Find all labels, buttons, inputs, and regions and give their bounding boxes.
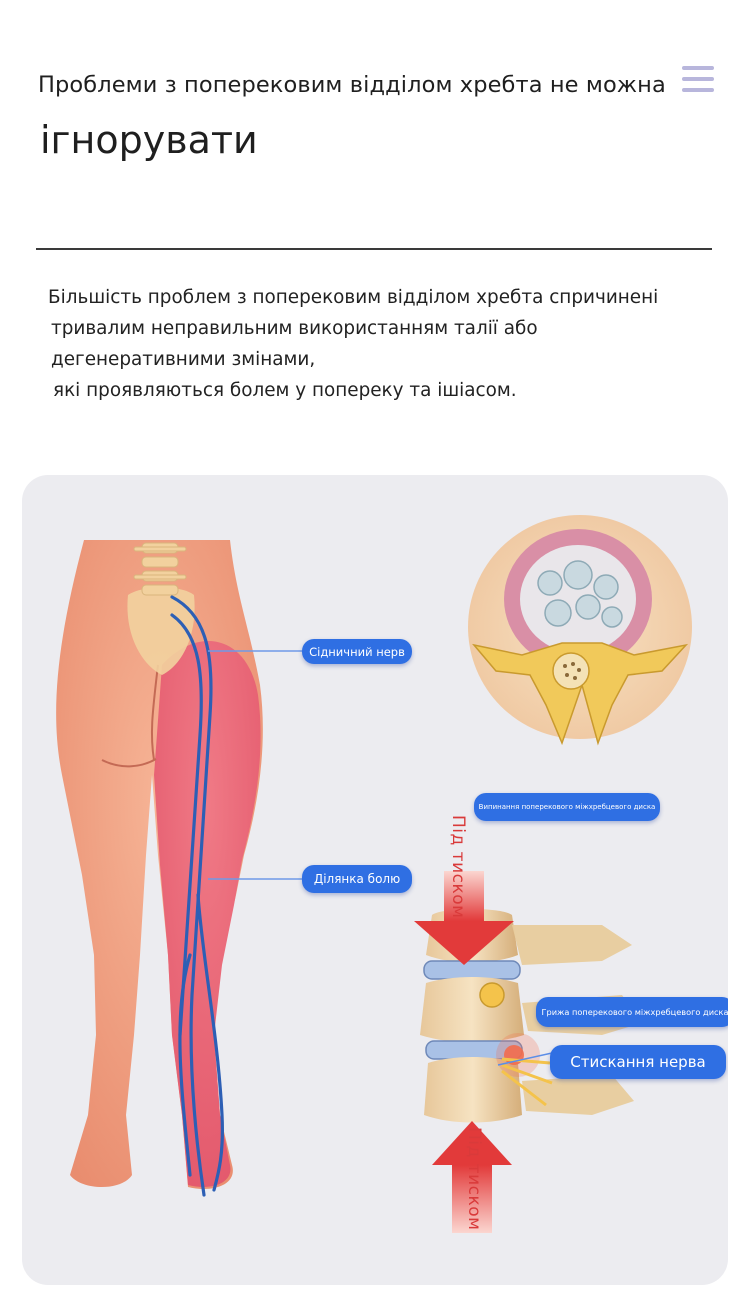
- spine-segment: [420, 909, 642, 1123]
- label-pain-area[interactable]: Ділянка болю: [302, 865, 412, 893]
- description-line-2: тривалим неправильним використанням талі…: [51, 318, 538, 370]
- pressure-arrow-down: [414, 871, 514, 965]
- disc-cross-section: [468, 515, 692, 746]
- description-line-1: Більшість проблем з поперековим відділом…: [48, 287, 659, 308]
- human-body-back-view: [56, 540, 263, 1197]
- pressure-arrow-up: [432, 1121, 512, 1233]
- hamburger-menu-icon[interactable]: [682, 66, 714, 92]
- spine-illustration-card: Сідничний нерв Ділянка болю Випинання по…: [22, 475, 728, 1285]
- page-title-line1: Проблеми з поперековим відділом хребта н…: [38, 72, 666, 98]
- description-line-3: які проявляються болем у попереку та іші…: [53, 380, 517, 401]
- label-disc-herniation[interactable]: Грижа поперекового міжхребцевого диска: [536, 997, 728, 1027]
- spine-illustration: [56, 515, 692, 1233]
- label-nerve-compression[interactable]: Стискання нерва: [550, 1045, 726, 1079]
- label-sciatic-nerve[interactable]: Сідничний нерв: [302, 639, 412, 664]
- description-text: Більшість проблем з поперековим відділом…: [48, 282, 708, 406]
- page-title-line2: ігнорувати: [40, 118, 258, 162]
- label-under-pressure-bottom: Під тиском: [464, 1127, 484, 1231]
- label-under-pressure-top: Під тиском: [448, 815, 468, 919]
- label-disc-protrusion[interactable]: Випинання поперекового міжхребцевого дис…: [474, 793, 660, 821]
- title-divider: [36, 248, 712, 250]
